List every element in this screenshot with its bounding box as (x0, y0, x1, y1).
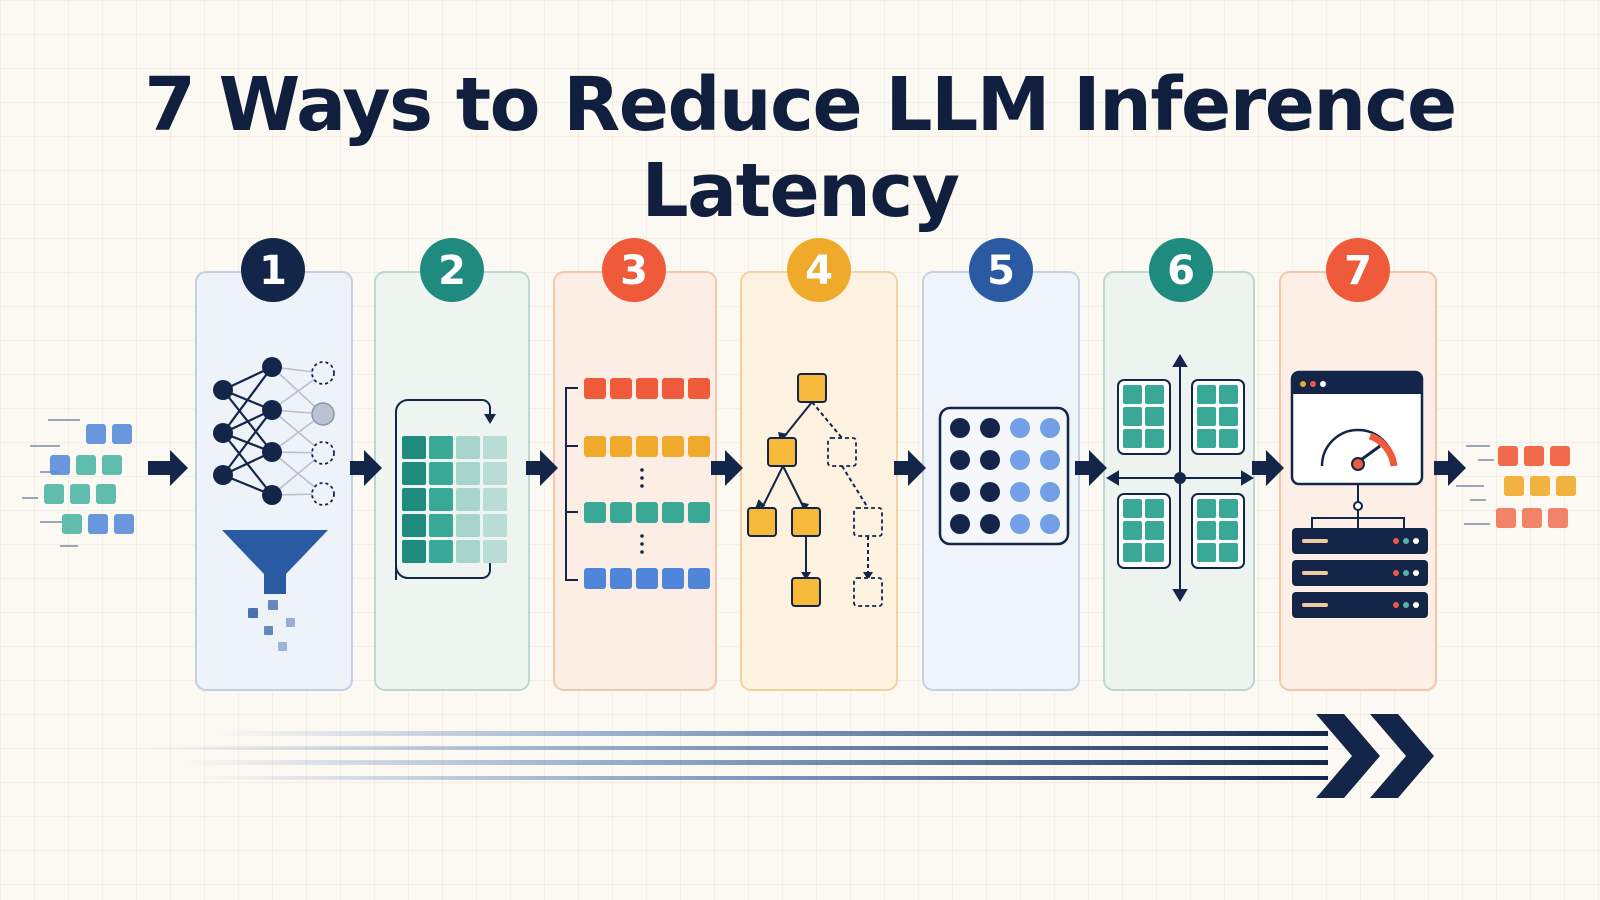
step-5-number: 5 (987, 248, 1015, 294)
speed-arrow-icon (150, 714, 1434, 798)
flow-arrow-icon (350, 450, 382, 486)
step-3-badge: 3 (602, 238, 666, 302)
pruned-network-funnel-icon (213, 357, 335, 651)
input-tokens-icon (22, 419, 134, 547)
step-6-badge: 6 (1149, 238, 1213, 302)
step-7-badge: 7 (1326, 238, 1390, 302)
flow-arrow-icon (148, 450, 188, 486)
funnel-icon (222, 530, 328, 594)
flow-arrow-icon (894, 450, 926, 486)
step-6-number: 6 (1167, 248, 1195, 294)
kv-cache-grid-icon (395, 399, 507, 580)
step-4-badge: 4 (787, 238, 851, 302)
step-3-number: 3 (620, 248, 648, 294)
step-4-panel (740, 271, 898, 691)
step-5-badge: 5 (969, 238, 1033, 302)
step-badges: 1 2 3 4 5 6 7 (241, 238, 1390, 302)
step-1-number: 1 (259, 248, 287, 294)
step-1-badge: 1 (241, 238, 305, 302)
flow-arrow-icon (711, 450, 743, 486)
step-2-number: 2 (438, 248, 466, 294)
batched-queues-icon (565, 378, 710, 589)
step-panels (195, 271, 1437, 691)
output-tokens-icon (1456, 445, 1576, 528)
page-title: 7 Ways to Reduce LLM Inference Latency (144, 62, 1457, 234)
step-7-number: 7 (1344, 248, 1372, 294)
server-speed-gauge-icon (1290, 370, 1428, 618)
flow-arrow-icon (1434, 450, 1466, 486)
step-3-panel (553, 271, 717, 691)
flow-arrow-icon (1252, 450, 1284, 486)
step-4-number: 4 (805, 248, 833, 294)
speculative-tree-icon (747, 373, 883, 607)
parallel-shards-icon (1106, 354, 1254, 602)
quantized-matrix-icon (938, 406, 1070, 546)
flow-arrow-icon (1075, 450, 1107, 486)
flow-arrows (148, 450, 1466, 486)
step-2-badge: 2 (420, 238, 484, 302)
flow-arrow-icon (526, 450, 558, 486)
